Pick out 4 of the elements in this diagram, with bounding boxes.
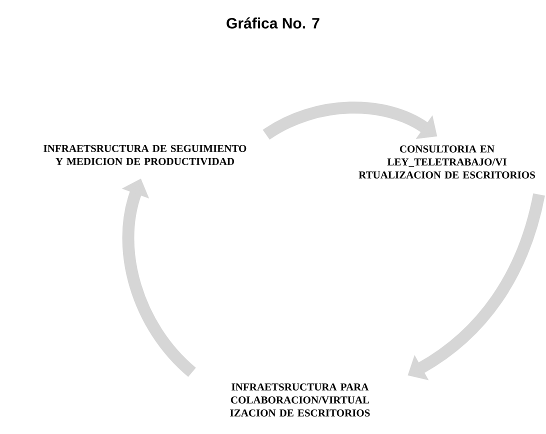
node-label: CONSULTORIA EN LEY_TELETRABAJO/VI RTUALIZACION DE ESCRITORIOS xyxy=(358,145,535,179)
node-label: INFRAETSRUCTURA DE SEGUIMIENTO Y MEDICION DE PRODUCTIVIDAD xyxy=(44,144,246,166)
node-label: INFRAETSRUCTURA PARA COLABORACION/VIRTUAL IZACION DE ESCRITORIOS xyxy=(230,383,370,417)
title: Gráfica No. 7 xyxy=(226,17,320,29)
